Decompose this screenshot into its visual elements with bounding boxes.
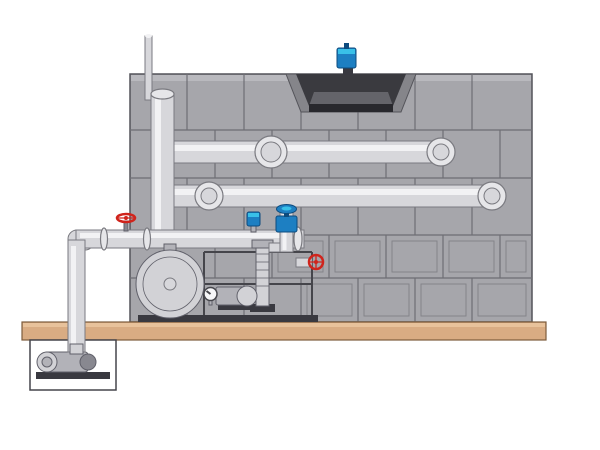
sump-pump-hub [41, 356, 53, 368]
transmitter-cap [248, 213, 259, 217]
vertical-pump-column [255, 245, 270, 307]
sump-pump-end-cap [79, 353, 97, 371]
lower-pipe-elbow-core [483, 187, 501, 205]
blue-control-valve-body [275, 215, 298, 233]
gauge-needle [205, 290, 212, 295]
pressure-vessel-ring [142, 256, 198, 312]
manifold-flange-mid [142, 227, 152, 251]
vertical-pump-base [250, 304, 275, 312]
manifold-highlight [80, 233, 300, 238]
upper-pipe-highlight [166, 145, 436, 151]
booster-pump-skid [135, 204, 325, 322]
sump-drop-pipe [67, 239, 86, 353]
upper-pipework [144, 34, 507, 243]
blue-control-valve-assembly [275, 204, 298, 253]
panel-inset-frames [277, 240, 527, 317]
red-valve-right-hub [314, 260, 318, 264]
suction-manifold-assembly [67, 211, 305, 355]
vertical-pump [250, 239, 275, 312]
floor-slab-top [23, 323, 545, 327]
lower-pipe-highlight [166, 189, 484, 195]
manifold-flange-left [99, 227, 109, 251]
sump-pump [36, 351, 97, 373]
sump-pump-inlet-fitting [69, 343, 84, 355]
upper-distribution-pipe [162, 140, 440, 164]
riser-pipe-cap [150, 88, 175, 100]
level-sensor-head [344, 43, 349, 49]
sump-pump-base-plate [36, 372, 110, 379]
tank-horizontal-seams [130, 129, 532, 279]
skid-base-rail [138, 315, 318, 322]
access-hatch [285, 73, 417, 113]
horizontal-pump [215, 285, 258, 310]
red-valve-left [115, 212, 137, 232]
level-sensor [336, 43, 357, 75]
pressure-vessel [135, 243, 205, 319]
pressure-transmitter [246, 211, 261, 233]
vertical-pump-stages [256, 253, 269, 287]
pump-end-cap [236, 285, 258, 307]
upper-pipe-elbow-core [432, 143, 450, 161]
sump-drop-pipe-highlight [71, 246, 76, 348]
pressure-vessel-hub [163, 277, 177, 291]
horizontal-pump-base [218, 305, 252, 310]
riser-pipe [150, 93, 175, 243]
lower-pipe-coupling-core [200, 187, 218, 205]
sensor-pedestal [343, 66, 353, 75]
level-sensor-cap [338, 49, 355, 54]
upper-pipe-coupling-core [260, 141, 282, 163]
pressure-gauge [203, 286, 218, 306]
access-hatch-far-wall [309, 92, 393, 106]
vent-pipe-cap [145, 34, 152, 38]
riser-pipe-highlight [155, 97, 161, 239]
access-hatch-floor [309, 104, 393, 112]
red-valve-left-hub [124, 216, 128, 220]
red-valve-right [295, 253, 325, 271]
blue-valve-handwheel-highlight [281, 206, 292, 211]
vent-pipe [144, 35, 153, 101]
